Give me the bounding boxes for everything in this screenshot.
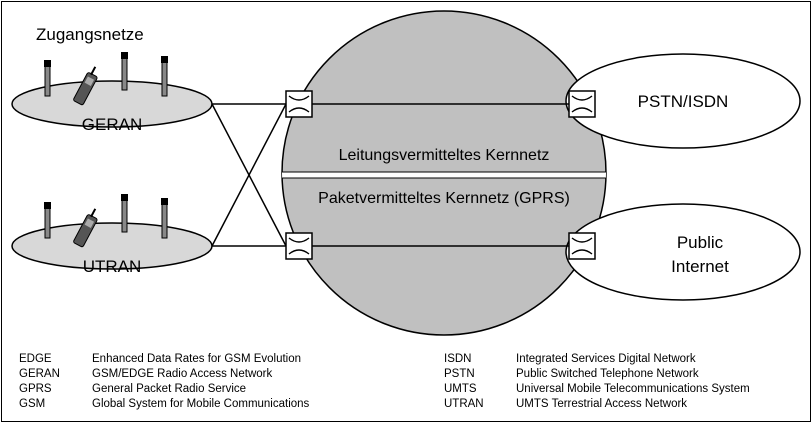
packet-core-label: Paketvermitteltes Kernnetz (GPRS) (318, 190, 570, 207)
legend-abbr: ISDN (444, 353, 471, 365)
access-networks-title: Zugangsnetze (36, 25, 144, 44)
legend-desc: Public Switched Telephone Network (516, 368, 699, 380)
pstn-isdn-network (565, 53, 801, 149)
legend-desc: General Packet Radio Service (92, 383, 246, 395)
internet-label-line2: Internet (671, 257, 729, 276)
legend-desc: Integrated Services Digital Network (516, 353, 696, 365)
switch-icon (285, 90, 313, 118)
mobile-phone-icon (73, 208, 98, 248)
legend-abbr: GSM (19, 398, 45, 410)
legend-abbr: GPRS (19, 383, 52, 395)
legend-desc: UMTS Terrestrial Access Network (516, 398, 687, 410)
utran-label: UTRAN (83, 257, 142, 276)
legend-desc: GSM/EDGE Radio Access Network (92, 368, 272, 380)
legend-right: ISDN Integrated Services Digital Network… (444, 353, 750, 410)
switch-icon (285, 232, 313, 260)
public-internet-network (565, 203, 801, 301)
legend-desc: Enhanced Data Rates for GSM Evolution (92, 353, 301, 365)
internet-label-line1: Public (677, 233, 724, 252)
switch-icon (568, 232, 596, 260)
legend-abbr: EDGE (19, 353, 52, 365)
legend-abbr: UTRAN (444, 398, 484, 410)
legend-left: EDGE Enhanced Data Rates for GSM Evoluti… (19, 353, 310, 410)
mobile-phone-icon (73, 66, 98, 106)
pstn-isdn-label: PSTN/ISDN (638, 92, 729, 111)
geran-label: GERAN (82, 115, 142, 134)
base-station-icon (44, 202, 51, 239)
core-network (281, 10, 607, 336)
switch-icon (568, 90, 596, 118)
legend-desc: Global System for Mobile Communications (92, 398, 310, 410)
legend-abbr: UMTS (444, 383, 477, 395)
core-divider (282, 172, 606, 178)
legend-abbr: PSTN (444, 368, 475, 380)
base-station-icon (161, 56, 168, 97)
base-station-icon (121, 194, 128, 233)
legend-abbr: GERAN (19, 368, 60, 380)
base-station-icon (161, 198, 168, 239)
base-station-icon (121, 52, 128, 91)
circuit-core-label: Leitungsvermitteltes Kernnetz (339, 147, 550, 164)
connection-lines (211, 103, 569, 247)
legend-desc: Universal Mobile Telecommunications Syst… (516, 383, 750, 395)
base-station-icon (44, 60, 51, 97)
